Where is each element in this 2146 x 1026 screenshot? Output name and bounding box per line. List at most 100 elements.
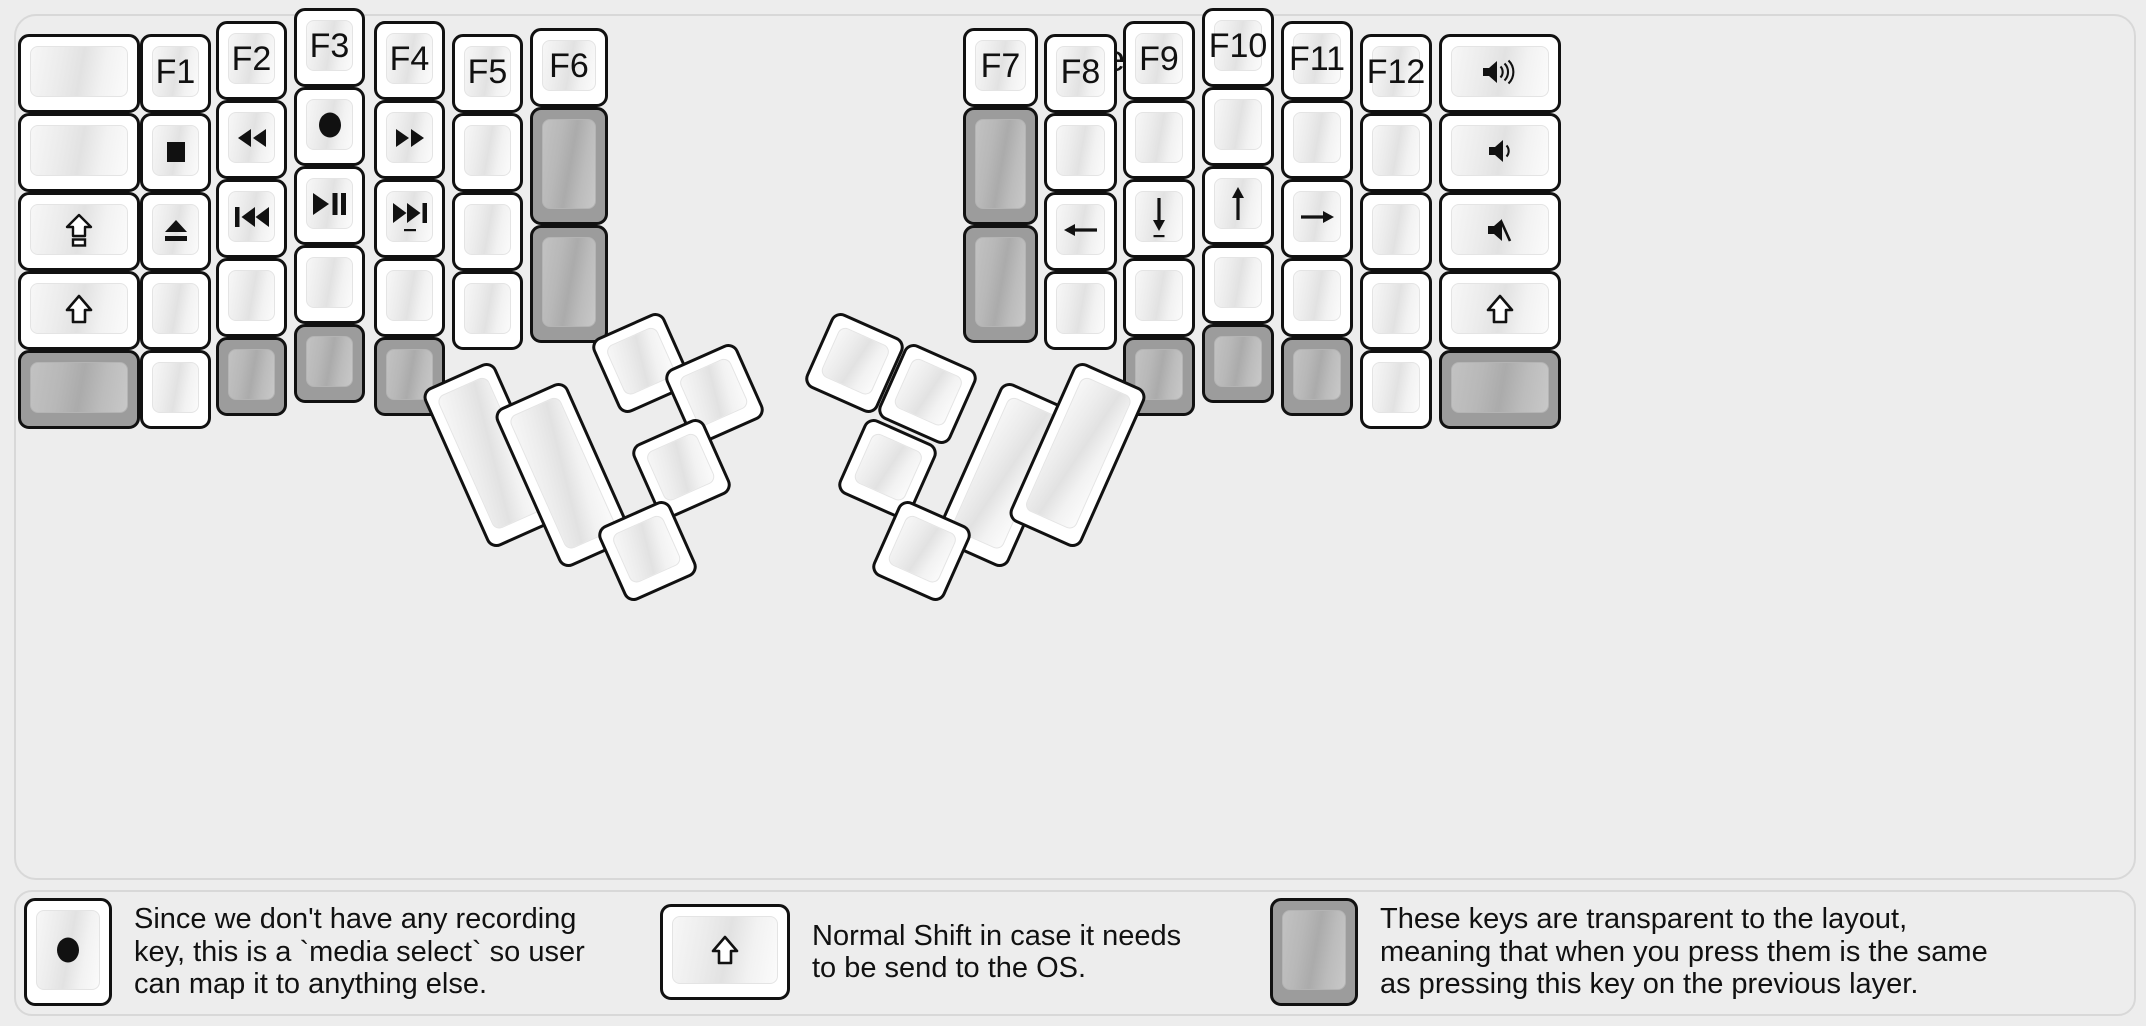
key-right-blank-c3r1[interactable] xyxy=(1202,87,1274,166)
key-right-volume-mute-c6r2[interactable] xyxy=(1439,192,1561,271)
keycap-surface xyxy=(1214,178,1262,229)
key-right-f10-c3r0[interactable]: F10 xyxy=(1202,8,1274,87)
key-left-transparent-c0r4[interactable] xyxy=(18,350,140,429)
key-right-blank-c2r1[interactable] xyxy=(1123,100,1195,179)
key-left-blank-c1r3[interactable] xyxy=(140,271,211,350)
key-right-transparent-c4r4[interactable] xyxy=(1281,337,1353,416)
keycap-surface xyxy=(852,431,925,504)
key-left-blank-c0r1[interactable] xyxy=(18,113,140,192)
key-right-transparent-c2r4[interactable] xyxy=(1123,337,1195,416)
key-right-f12-c5r0[interactable]: F12 xyxy=(1360,34,1432,113)
key-right-arrow-left-c1r2[interactable] xyxy=(1044,192,1117,271)
key-left-play-pause-c3r2[interactable] xyxy=(294,166,365,245)
key-left-blank-c4r3[interactable] xyxy=(374,258,445,337)
key-right-blank-c1r1[interactable] xyxy=(1044,113,1117,192)
key-left-caps-lock-c0r2[interactable] xyxy=(18,192,140,271)
key-right-transparent-c6r4[interactable] xyxy=(1439,350,1561,429)
key-right-f11-c4r0[interactable]: F11 xyxy=(1281,21,1353,100)
key-left-fast-forward-c4r1[interactable] xyxy=(374,100,445,179)
key-right-transparent-c0r1[interactable] xyxy=(963,107,1038,225)
keycap-surface xyxy=(1451,283,1549,334)
key-right-shift-arrow-c6r3[interactable] xyxy=(1439,271,1561,350)
keycap-surface xyxy=(1372,283,1420,334)
key-right-blank-c2r3[interactable] xyxy=(1123,258,1195,337)
key-left-blank-c1r4[interactable] xyxy=(140,350,211,429)
key-right-f7-c0r0[interactable]: F7 xyxy=(963,28,1038,107)
key-label: F8 xyxy=(1060,52,1101,91)
keycap-surface: F2 xyxy=(228,33,275,84)
key-right-blank-c4r3[interactable] xyxy=(1281,258,1353,337)
key-left-blank-c3r3[interactable] xyxy=(294,245,365,324)
key-left-f6-c6r0[interactable]: F6 xyxy=(530,28,608,107)
key-right-f9-c2r0[interactable]: F9 xyxy=(1123,21,1195,100)
keycap-surface xyxy=(386,191,433,242)
key-left-next-track-c4r2[interactable] xyxy=(374,179,445,258)
key-right-arrow-up-c3r2[interactable] xyxy=(1202,166,1274,245)
key-right-blank-c5r4[interactable] xyxy=(1360,350,1432,429)
caps-lock-icon xyxy=(64,212,94,248)
keycap-surface xyxy=(306,336,353,387)
key-left-shift-arrow-c0r3[interactable] xyxy=(18,271,140,350)
keycap-surface xyxy=(1372,125,1420,176)
key-right-blank-c4r1[interactable] xyxy=(1281,100,1353,179)
key-left-blank-c5r1[interactable] xyxy=(452,113,523,192)
key-right-transparent-c3r4[interactable] xyxy=(1202,324,1274,403)
key-right-blank-c5r3[interactable] xyxy=(1360,271,1432,350)
key-left-prev-track-c2r2[interactable] xyxy=(216,179,287,258)
keycap-surface xyxy=(1056,125,1105,176)
key-left-eject-c1r2[interactable] xyxy=(140,192,211,271)
key-left-transparent-c6r2[interactable] xyxy=(530,225,608,343)
keycap-surface xyxy=(152,283,199,334)
key-right-f8-c1r0[interactable]: F8 xyxy=(1044,34,1117,113)
legend-text-record-key-note: Since we don't have any recording key, t… xyxy=(134,903,585,1001)
key-right-blank-c5r1[interactable] xyxy=(1360,113,1432,192)
key-left-rewind-c2r1[interactable] xyxy=(216,100,287,179)
key-right-volume-down-c6r1[interactable] xyxy=(1439,113,1561,192)
keycap-surface xyxy=(892,356,965,429)
keycap-surface: F12 xyxy=(1367,46,1425,97)
keycap-surface: F9 xyxy=(1135,33,1183,84)
keycap-surface xyxy=(30,362,128,413)
arrow-down-icon xyxy=(1148,195,1170,239)
key-right-arrow-down-c2r2[interactable] xyxy=(1123,179,1195,258)
keycap-surface: F8 xyxy=(1056,46,1105,97)
volume-up-icon xyxy=(1480,58,1520,86)
keycap-surface xyxy=(1135,191,1183,242)
key-left-blank-c0r0[interactable] xyxy=(18,34,140,113)
key-left-stop-c1r1[interactable] xyxy=(140,113,211,192)
key-right-arrow-right-c4r2[interactable] xyxy=(1281,179,1353,258)
keycap-surface xyxy=(610,513,683,586)
key-label: F5 xyxy=(467,52,508,91)
prev-track-icon xyxy=(232,204,272,230)
key-right-transparent-c0r2[interactable] xyxy=(963,225,1038,343)
keycap-surface xyxy=(672,916,778,984)
key-right-volume-up-c6r0[interactable] xyxy=(1439,34,1561,113)
keycap-surface xyxy=(1451,204,1549,255)
keycap-surface xyxy=(542,237,596,327)
key-left-f3-c3r0[interactable]: F3 xyxy=(294,8,365,87)
volume-mute-icon xyxy=(1485,216,1515,244)
keycap-surface xyxy=(1056,204,1105,255)
key-left-f1-c1r0[interactable]: F1 xyxy=(140,34,211,113)
key-left-blank-c2r3[interactable] xyxy=(216,258,287,337)
key-left-blank-c5r3[interactable] xyxy=(452,271,523,350)
key-left-transparent-c2r4[interactable] xyxy=(216,337,287,416)
legend-key-record-key-note xyxy=(24,898,112,1006)
keycap-surface xyxy=(386,270,433,321)
keycap-surface xyxy=(464,204,511,255)
key-left-f4-c4r0[interactable]: F4 xyxy=(374,21,445,100)
key-left-f5-c5r0[interactable]: F5 xyxy=(452,34,523,113)
keycap-surface xyxy=(886,513,959,586)
key-left-blank-c5r2[interactable] xyxy=(452,192,523,271)
keycap-surface xyxy=(1282,910,1346,990)
key-label: F4 xyxy=(389,39,430,78)
key-label: F10 xyxy=(1208,26,1268,65)
key-left-transparent-c3r4[interactable] xyxy=(294,324,365,403)
key-right-blank-c3r3[interactable] xyxy=(1202,245,1274,324)
key-right-blank-c1r3[interactable] xyxy=(1044,271,1117,350)
key-left-transparent-c6r1[interactable] xyxy=(530,107,608,225)
key-left-record-circle-c3r1[interactable] xyxy=(294,87,365,166)
key-right-blank-c5r2[interactable] xyxy=(1360,192,1432,271)
record-circle-icon xyxy=(315,110,345,140)
key-left-f2-c2r0[interactable]: F2 xyxy=(216,21,287,100)
